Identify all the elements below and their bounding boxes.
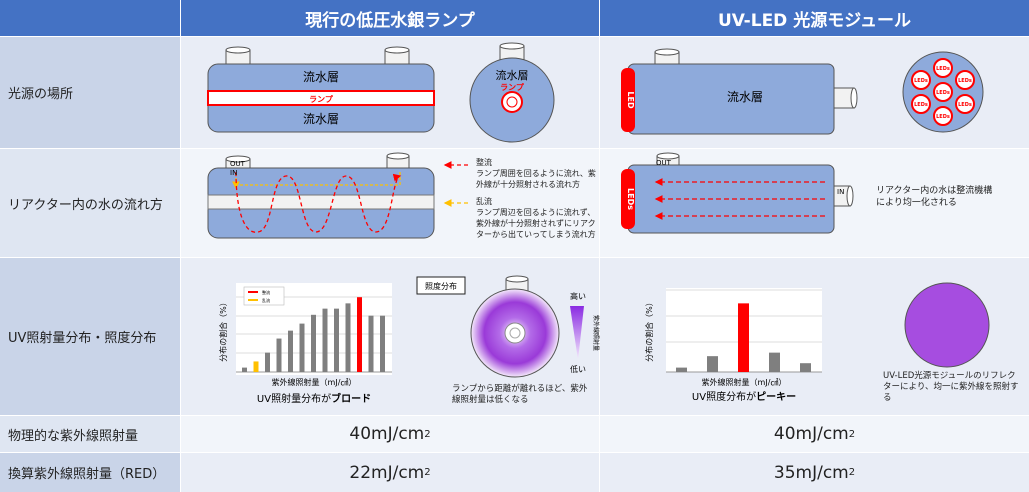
led-chip-label: LEDs bbox=[914, 78, 928, 84]
broad-bar-7 bbox=[311, 314, 316, 372]
led-chip-7 bbox=[955, 94, 975, 114]
peaky-bar-5 bbox=[800, 363, 811, 372]
led-chip-label: LEDs bbox=[936, 90, 950, 96]
broad-bar-2 bbox=[253, 361, 259, 372]
led-chip-3 bbox=[933, 106, 953, 126]
side-flow-label: 流水層 bbox=[496, 68, 529, 82]
legend-laminar: 整流 ランプ周囲を回るように流れ、紫外線が十分照射される流れ方 bbox=[476, 158, 596, 189]
out-left-label: OUT bbox=[230, 160, 246, 168]
row-label-light-location: 光源の場所 bbox=[0, 37, 180, 148]
broad-bar-8 bbox=[322, 308, 328, 372]
peaky-bar-2 bbox=[707, 356, 718, 372]
led-chip-5 bbox=[955, 70, 975, 90]
broad-bar-9 bbox=[334, 308, 339, 372]
left-chart-caption: UV照射量分布がブロード bbox=[257, 392, 371, 405]
uniform-irradiation-circle bbox=[904, 282, 990, 368]
led-chip-label: LEDs bbox=[958, 78, 972, 84]
flow-layer-top-label: 流水層 bbox=[303, 70, 339, 84]
led-chip-4 bbox=[911, 70, 931, 90]
out-right-label: OUT bbox=[656, 159, 672, 167]
lamp-label: ランプ bbox=[309, 94, 334, 104]
led-flow-bar-label: LEDs bbox=[626, 188, 635, 210]
broad-bar-13 bbox=[380, 315, 385, 372]
flow-layer-bottom-label: 流水層 bbox=[303, 112, 339, 126]
side-lamp-label: ランプ bbox=[500, 82, 525, 92]
header-mercury-lamp: 現行の低圧水銀ランプ bbox=[181, 0, 599, 36]
broad-bar-10 bbox=[345, 303, 351, 372]
led-flow-diagram bbox=[621, 152, 854, 234]
row-label-physical-dose: 物理的な紫外線照射量 bbox=[0, 416, 180, 452]
led-chip-2 bbox=[933, 58, 953, 78]
legend-turbulent: 乱流 ランプ周辺を回るように流れず、紫外線が十分照射されずにリアクターから出てい… bbox=[476, 197, 596, 239]
left-chart-ylabel: 分布の割合（%） bbox=[218, 298, 228, 362]
peaky-bar-1 bbox=[676, 367, 687, 372]
scale-low-label: 低い bbox=[570, 364, 586, 374]
right-chart-caption: UV照度分布がピーキー bbox=[692, 390, 796, 403]
row-label-converted-dose: 換算紫外線照射量（RED） bbox=[0, 453, 180, 492]
mercury-flow-diagram bbox=[207, 152, 435, 239]
right-chart-ylabel: 分布の割合（%） bbox=[644, 298, 654, 362]
mercury-tube-side bbox=[207, 46, 435, 133]
led-chip-1 bbox=[933, 82, 953, 102]
led-chip-6 bbox=[911, 94, 931, 114]
in-left-label: IN bbox=[230, 169, 237, 177]
in-right-label: IN bbox=[837, 188, 844, 196]
row-label-uv-distribution: UV照射量分布・照度分布 bbox=[0, 258, 180, 415]
peaky-bar-4 bbox=[769, 352, 780, 372]
led-bar-label: LED bbox=[626, 91, 635, 109]
led-chip-label: LEDs bbox=[914, 102, 928, 108]
led-tube-side bbox=[621, 48, 858, 135]
intensity-note: ランプから距離が離れるほど、紫外線照射量は低くなる bbox=[452, 384, 588, 405]
broad-bar-12 bbox=[368, 315, 374, 372]
led-chip-label: LEDs bbox=[958, 102, 972, 108]
broad-bar-4 bbox=[276, 338, 282, 372]
intensity-box-label: 照度分布 bbox=[425, 281, 457, 291]
broad-bar-1 bbox=[242, 367, 247, 372]
peaky-bar-3 bbox=[738, 303, 749, 372]
left-chart-xlabel: 紫外線照射量（mJ/㎠） bbox=[272, 377, 357, 387]
scale-label: 紫外線照射量 bbox=[592, 315, 600, 351]
row-label-water-flow: リアクター内の水の流れ方 bbox=[0, 149, 180, 257]
scale-high-label: 高い bbox=[570, 291, 586, 301]
header-uv-led: UV-LED 光源モジュール bbox=[600, 0, 1029, 36]
intensity-distribution bbox=[416, 275, 584, 378]
legend-item-laminar: 整流 bbox=[262, 289, 270, 295]
right-chart-xlabel: 紫外線照射量（mJ/㎠） bbox=[702, 377, 787, 387]
flow-legend-arrows bbox=[443, 161, 468, 207]
header-corner bbox=[0, 0, 180, 36]
broad-bar-5 bbox=[288, 330, 293, 372]
led-flow-note: リアクター内の水は整流機構により均一化される bbox=[876, 186, 993, 208]
led-chip-label: LEDs bbox=[936, 114, 950, 120]
broad-bar-11 bbox=[357, 297, 362, 372]
led-chip-label: LEDs bbox=[936, 66, 950, 72]
broad-bar-3 bbox=[265, 352, 270, 372]
led-uniform-note: UV-LED光源モジュールのリフレクターにより、均一に紫外線を照射する bbox=[883, 371, 1019, 403]
legend-item-turbulent: 乱流 bbox=[262, 297, 270, 303]
broad-bar-6 bbox=[299, 323, 305, 372]
mercury-tube-cross-section bbox=[469, 42, 555, 143]
led-flow-label: 流水層 bbox=[727, 90, 763, 104]
